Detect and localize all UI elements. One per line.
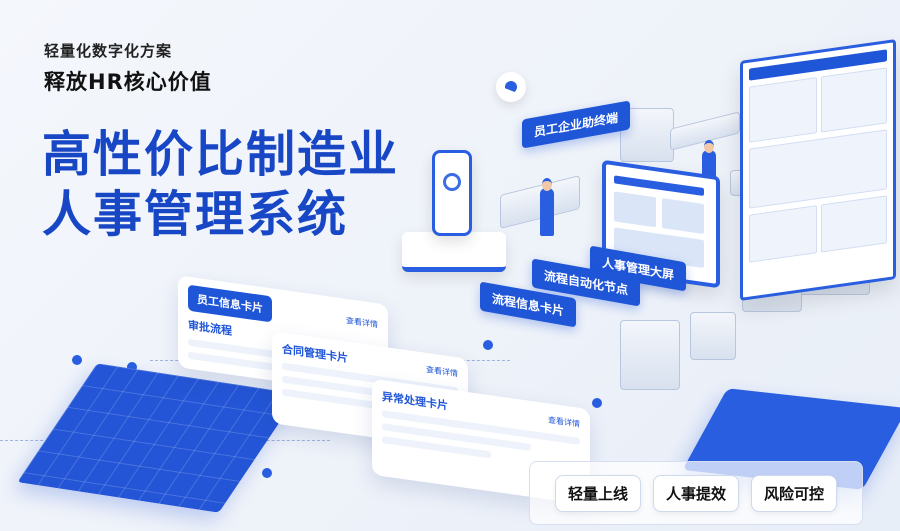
card-title: 合同管理卡片 [282, 342, 348, 365]
card-title: 异常处理卡片 [382, 390, 448, 413]
feature-pill-risk-control[interactable]: 风险可控 [751, 474, 838, 512]
label-employee-terminal: 员工企业助终端 [522, 100, 631, 149]
hero-kicker: 轻量化数字化方案 [44, 42, 173, 60]
dashboard-wall [740, 39, 896, 301]
feature-pill-light-launch[interactable]: 轻量上线 [554, 474, 641, 512]
node-dot [592, 398, 602, 408]
hero-headline: 高性价比制造业 人事管理系统 [42, 125, 399, 245]
headline-line-1: 高性价比制造业 [42, 126, 400, 183]
card-detail-link[interactable]: 查看详情 [426, 364, 458, 378]
card-detail-link[interactable]: 查看详情 [346, 315, 378, 329]
hero-subtitle: 释放HR核心价值 [44, 70, 212, 94]
headline-line-2: 人事管理系统 [42, 186, 349, 243]
industrial-machine [620, 320, 680, 390]
card-detail-link[interactable]: 查看详情 [548, 414, 580, 429]
card-badge: 员工信息卡片 [188, 284, 272, 323]
industrial-machine [690, 312, 736, 360]
phone-icon [432, 150, 472, 236]
node-dot [483, 340, 493, 350]
logo-icon [496, 72, 526, 102]
feature-pill-efficiency[interactable]: 人事提效 [652, 474, 739, 512]
phone-pedestal [402, 232, 506, 272]
node-dot [127, 362, 137, 372]
conveyor-machine [620, 108, 674, 162]
node-dot [72, 355, 82, 365]
blue-grid-tile [17, 363, 299, 513]
feature-bar: 轻量上线 人事提效 风险可控 [529, 461, 863, 525]
node-dot [262, 468, 272, 478]
worker-figure [540, 178, 554, 236]
